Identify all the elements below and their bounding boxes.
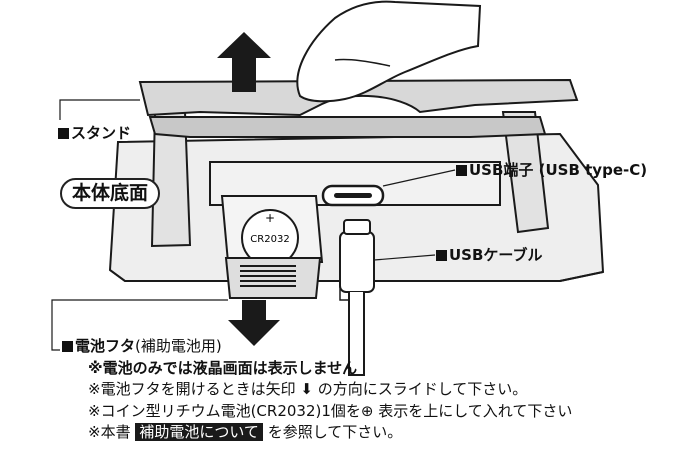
reference-note: ※本書 補助電池について を参照して下さい。: [88, 423, 403, 441]
usb-cable-label: USBケーブル: [436, 248, 543, 263]
plus-symbol: ⊕: [360, 401, 374, 420]
usb-port-label: USB端子 (USB type-C): [456, 163, 647, 178]
stand-leg-right: [501, 111, 550, 234]
body-bottom-badge: 本体底面: [60, 178, 161, 209]
insert-note: ※コイン型リチウム電池(CR2032)1個を⊕ 表示を上にして入れて下さい: [88, 401, 573, 420]
reference-highlight: 補助電池について: [135, 423, 263, 441]
battery-notes: 電池フタ(補助電池用) ※電池のみでは液晶画面は表示しません ※電池フタを開ける…: [62, 336, 572, 444]
battery-marking: CR2032: [250, 234, 289, 245]
battery-cover: [224, 257, 322, 299]
cover-title-line: 電池フタ(補助電池用): [62, 336, 572, 358]
hand-finger-line: [334, 58, 391, 67]
stand-lower-band: [148, 116, 547, 138]
battery-plus: +: [265, 211, 275, 225]
usb-cable-leader: [373, 254, 436, 261]
up-arrow-icon: [217, 32, 271, 92]
open-note: ※電池フタを開けるときは矢印 ⬇ の方向にスライドして下さい。: [88, 380, 528, 398]
warning-note: ※電池のみでは液晶画面は表示しません: [88, 358, 358, 377]
battery-cover-grip: [240, 265, 296, 287]
bullet-square: [62, 341, 73, 352]
usb-port-leader: [382, 169, 456, 187]
down-arrow-glyph: ⬇: [300, 380, 313, 398]
center-block: [209, 161, 501, 206]
down-arrow-icon: [228, 300, 280, 346]
hand-icon: [296, 0, 482, 103]
bullet-square: [58, 128, 69, 139]
cover-leader: [51, 299, 228, 351]
stand-label: スタンド: [58, 126, 131, 141]
stand-leader: [59, 99, 140, 120]
usb-plug: [339, 231, 375, 293]
bullet-square: [456, 165, 467, 176]
bullet-square: [436, 250, 447, 261]
usb-port-inner: [334, 193, 372, 198]
usb-plug-tip: [343, 219, 371, 235]
usb-cable-body: [348, 292, 365, 376]
